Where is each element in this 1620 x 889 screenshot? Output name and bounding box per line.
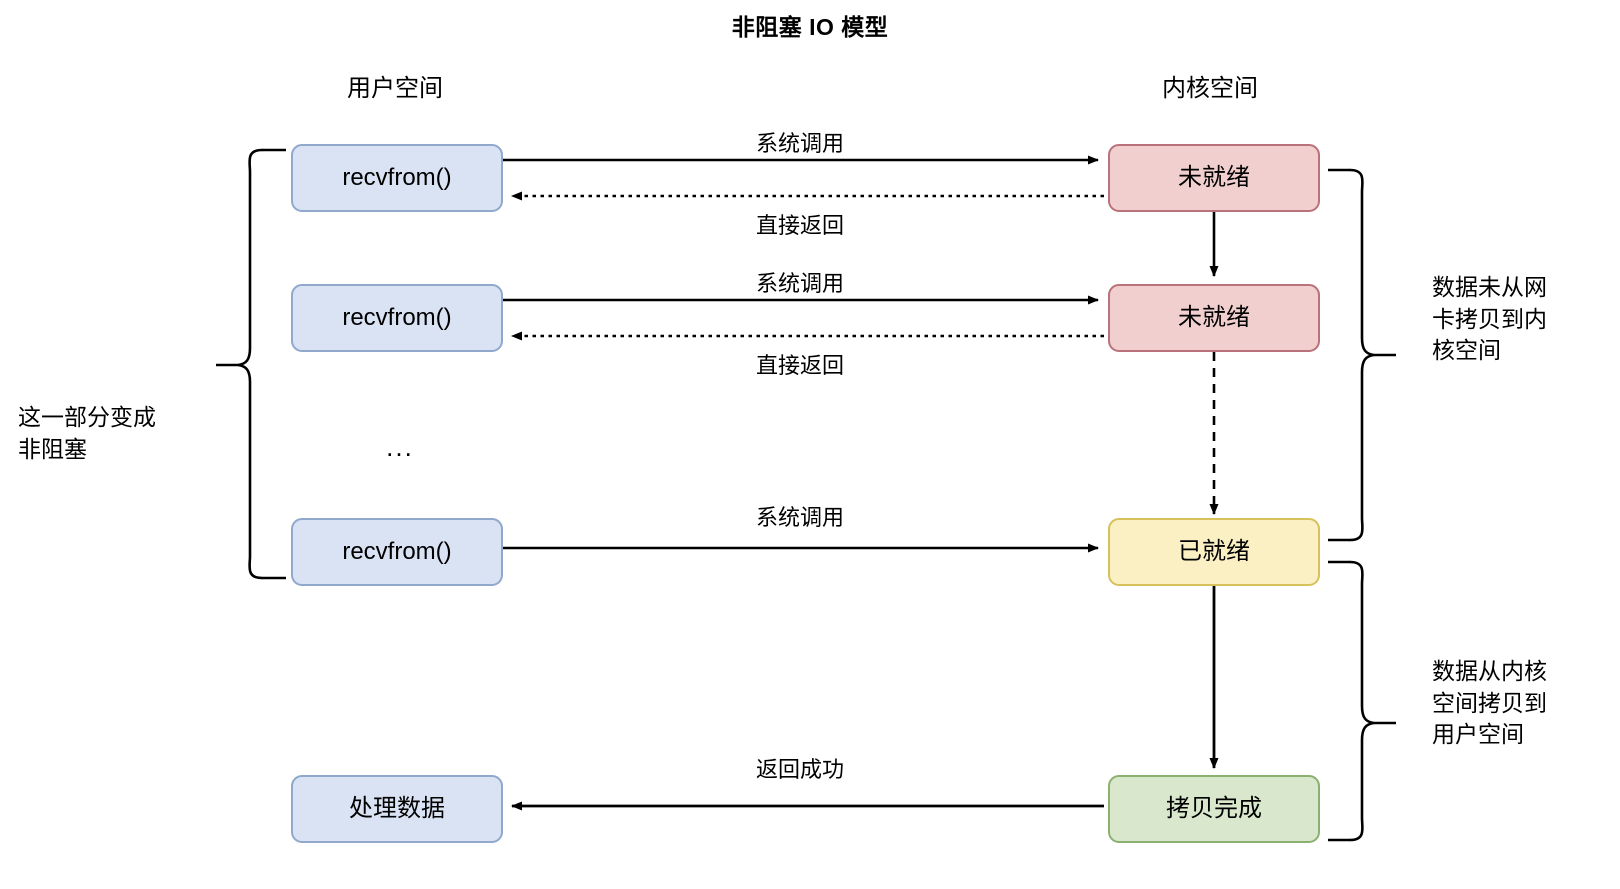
node-recvfrom-3-label: recvfrom()	[342, 538, 452, 565]
node-ready[interactable]: 已就绪	[1108, 518, 1320, 586]
edge-label-syscall-3: 系统调用	[755, 505, 844, 530]
edge-label-direct-return-2: 直接返回	[755, 353, 844, 378]
node-not-ready-1-label: 未就绪	[1178, 164, 1250, 191]
column-header-user-space: 用户空间	[347, 75, 443, 102]
node-ready-label: 已就绪	[1178, 538, 1250, 565]
node-recvfrom-1[interactable]: recvfrom()	[291, 144, 503, 212]
edge-label-syscall-1: 系统调用	[755, 131, 844, 156]
annotation-right-data-not-copied: 数据未从网 卡拷贝到内 核空间	[1432, 274, 1547, 364]
node-recvfrom-2-label: recvfrom()	[342, 304, 452, 331]
node-process-data[interactable]: 处理数据	[291, 775, 503, 843]
node-process-data-label: 处理数据	[349, 795, 445, 822]
node-not-ready-1[interactable]: 未就绪	[1108, 144, 1320, 212]
node-recvfrom-2[interactable]: recvfrom()	[291, 284, 503, 352]
node-recvfrom-3[interactable]: recvfrom()	[291, 518, 503, 586]
node-recvfrom-1-label: recvfrom()	[342, 164, 452, 191]
diagram-title: 非阻塞 IO 模型	[731, 14, 889, 40]
node-copy-done[interactable]: 拷贝完成	[1108, 775, 1320, 843]
ellipsis-more-polls: ...	[386, 432, 414, 462]
annotation-left-nonblocking: 这一部分变成 非阻塞	[18, 404, 156, 462]
edge-label-return-success: 返回成功	[755, 757, 844, 782]
node-not-ready-2[interactable]: 未就绪	[1108, 284, 1320, 352]
node-not-ready-2-label: 未就绪	[1178, 304, 1250, 331]
edge-label-direct-return-1: 直接返回	[755, 213, 844, 238]
annotation-right-data-copied: 数据从内核 空间拷贝到 用户空间	[1432, 658, 1547, 748]
node-copy-done-label: 拷贝完成	[1166, 795, 1262, 822]
edge-label-syscall-2: 系统调用	[755, 271, 844, 296]
column-header-kernel-space: 内核空间	[1162, 75, 1258, 102]
